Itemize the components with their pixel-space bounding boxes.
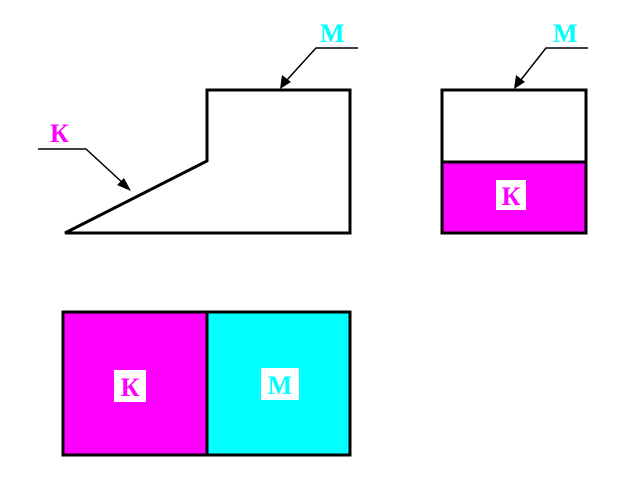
front-m-leader-arrow (280, 75, 291, 89)
front-view-outline (64, 88, 352, 235)
front-k-leader-line (38, 148, 125, 185)
front-view: К М (38, 19, 358, 235)
top-view: К М (61, 310, 352, 457)
side-label-m: М (553, 19, 578, 48)
top-face-m-label: М (268, 371, 293, 400)
top-face-k-label: К (121, 373, 140, 402)
front-label-k: К (50, 119, 69, 148)
side-k-label-box (496, 180, 526, 210)
side-m-leader-arrow (514, 75, 525, 89)
front-label-m: М (320, 19, 345, 48)
front-k-leader-arrow (117, 178, 131, 191)
side-view: К М (440, 19, 588, 235)
side-m-leader-line (519, 47, 588, 82)
front-m-leader-line (285, 47, 358, 82)
side-face-k-label: К (502, 182, 521, 211)
top-m-label-box (261, 368, 299, 400)
top-k-label-box (114, 370, 146, 402)
